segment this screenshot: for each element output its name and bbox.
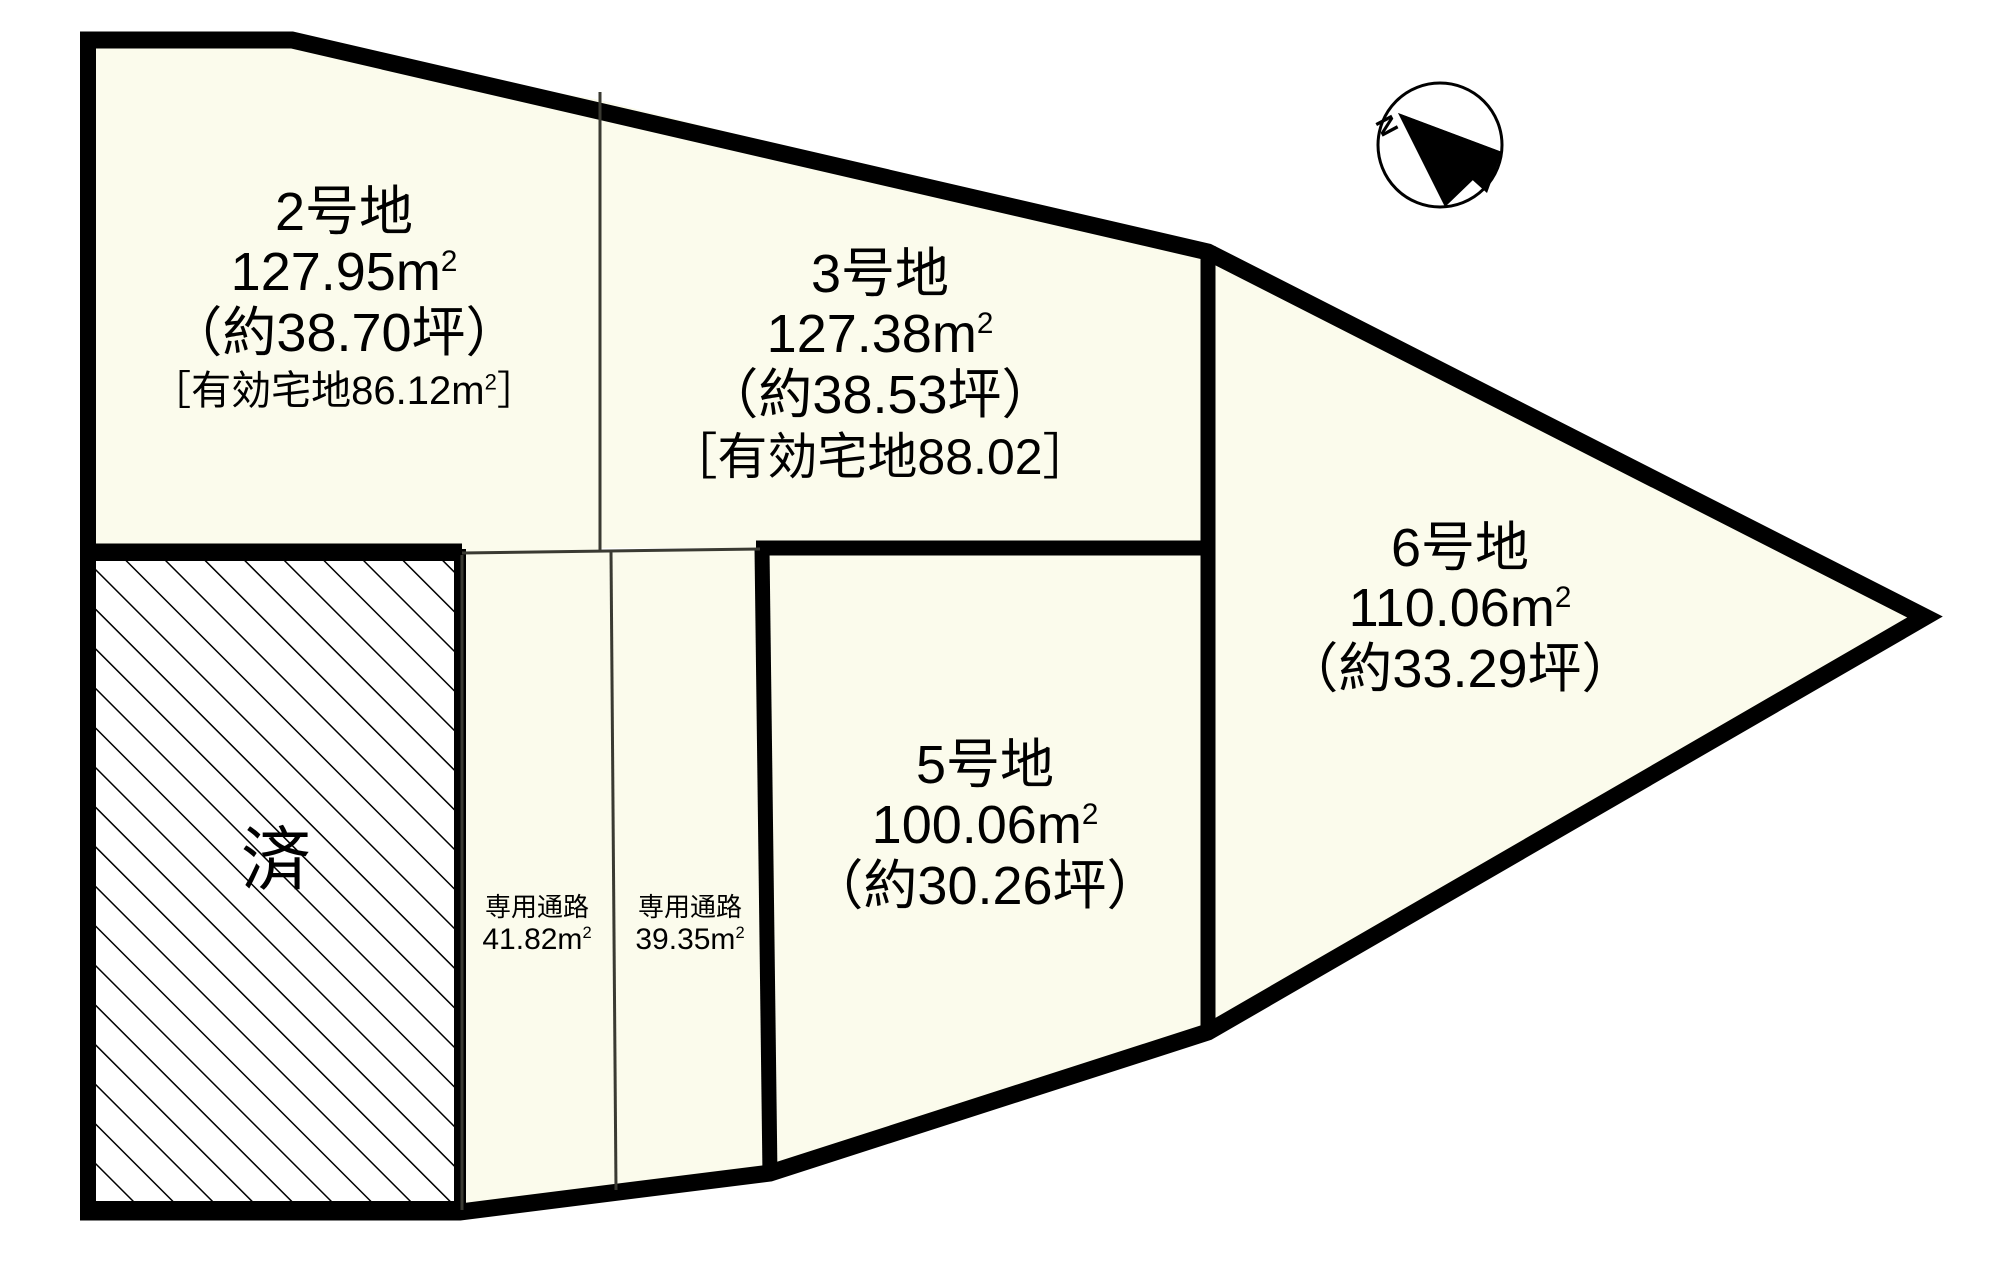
lot-2-shape bbox=[88, 48, 600, 555]
divider-lot5-left bbox=[754, 547, 778, 1177]
lot-5-label-group: 5号地 100.06m2 （約30.26坪） bbox=[760, 735, 1210, 916]
lot-3-area: 127.38m2 bbox=[766, 304, 994, 365]
private-path-right-label: 専用通路 39.35m2 bbox=[615, 892, 765, 957]
private-path-right-area: 39.35m2 bbox=[635, 922, 745, 956]
lot-3-tsubo: （約38.53坪） bbox=[704, 364, 1056, 425]
lot-3-effective-area: ［有効宅地88.02］ bbox=[667, 429, 1093, 486]
lot-6-label-group: 6号地 110.06m2 （約33.29坪） bbox=[1215, 518, 1705, 699]
lot-2-title: 2号地 bbox=[274, 182, 414, 242]
lot-6-tsubo: （約33.29坪） bbox=[1284, 638, 1636, 699]
parcel-hairlines bbox=[460, 92, 761, 1210]
lot-5-tsubo: （約30.26坪） bbox=[809, 855, 1161, 916]
lot-2-label-group: 2号地 127.95m2 （約38.70坪） ［有効宅地86.12m2］ bbox=[88, 182, 600, 414]
lot-2-effective-area: ［有効宅地86.12m2］ bbox=[151, 369, 537, 414]
compass-rose bbox=[1376, 81, 1504, 209]
lot-6-shape bbox=[1208, 252, 1917, 1032]
lot-divider-lines bbox=[82, 246, 1216, 1177]
lot-3-shape bbox=[600, 100, 1208, 548]
lot-2-tsubo: （約38.70坪） bbox=[168, 302, 520, 363]
lot-5-area: 100.06m2 bbox=[871, 795, 1099, 856]
hairline-path-top bbox=[461, 547, 761, 555]
lot-6-area: 110.06m2 bbox=[1348, 578, 1572, 639]
private-path-right-title: 専用通路 bbox=[637, 892, 742, 922]
sold-parcel-mark: 済 bbox=[241, 821, 311, 899]
lot-3-title: 3号地 bbox=[810, 244, 950, 304]
lot-5-title: 5号地 bbox=[915, 735, 1055, 795]
hairline-path-split bbox=[609, 550, 618, 1191]
site-left-edge bbox=[80, 40, 96, 1212]
private-path-left-area: 41.82m2 bbox=[482, 922, 592, 956]
private-path-left-title: 専用通路 bbox=[484, 892, 589, 922]
lot-2-area: 127.95m2 bbox=[230, 242, 458, 303]
lot-3-label-group: 3号地 127.38m2 （約38.53坪） ［有効宅地88.02］ bbox=[560, 244, 1200, 485]
private-path-left-label: 専用通路 41.82m2 bbox=[462, 892, 612, 957]
lot-6-title: 6号地 bbox=[1390, 518, 1530, 578]
lot-5-shape bbox=[762, 548, 1208, 1173]
site-outer-boundary bbox=[80, 31, 1943, 1221]
